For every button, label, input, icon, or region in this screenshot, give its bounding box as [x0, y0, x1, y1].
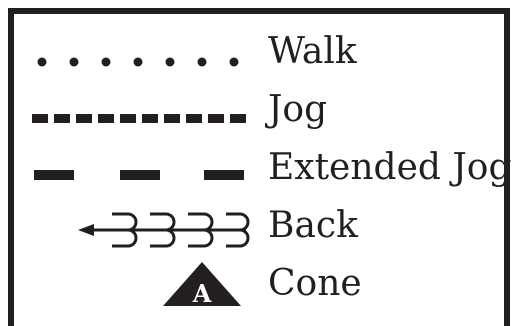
legend-item-back: Back — [14, 198, 504, 254]
long-dashed-line-icon — [28, 140, 252, 196]
legend-label-jog: Jog — [268, 89, 328, 130]
legend-item-walk: Walk — [14, 24, 504, 80]
legend-label-extended-jog: Extended Jog — [268, 147, 512, 188]
legend-label-back: Back — [268, 205, 358, 246]
legend-item-extended-jog: Extended Jog — [14, 140, 512, 196]
legend-item-jog: Jog — [14, 82, 504, 138]
legend-item-cone: A Cone — [14, 256, 504, 312]
back-arrow-icon — [28, 198, 252, 254]
legend-box: Walk Jog — [8, 8, 512, 326]
legend-label-cone: Cone — [268, 263, 362, 304]
dashed-line-icon — [28, 82, 252, 138]
cone-badge-letter: A — [192, 279, 212, 308]
dotted-line-icon — [28, 24, 252, 80]
cone-triangle-icon: A — [28, 256, 252, 312]
legend-label-walk: Walk — [268, 31, 357, 72]
